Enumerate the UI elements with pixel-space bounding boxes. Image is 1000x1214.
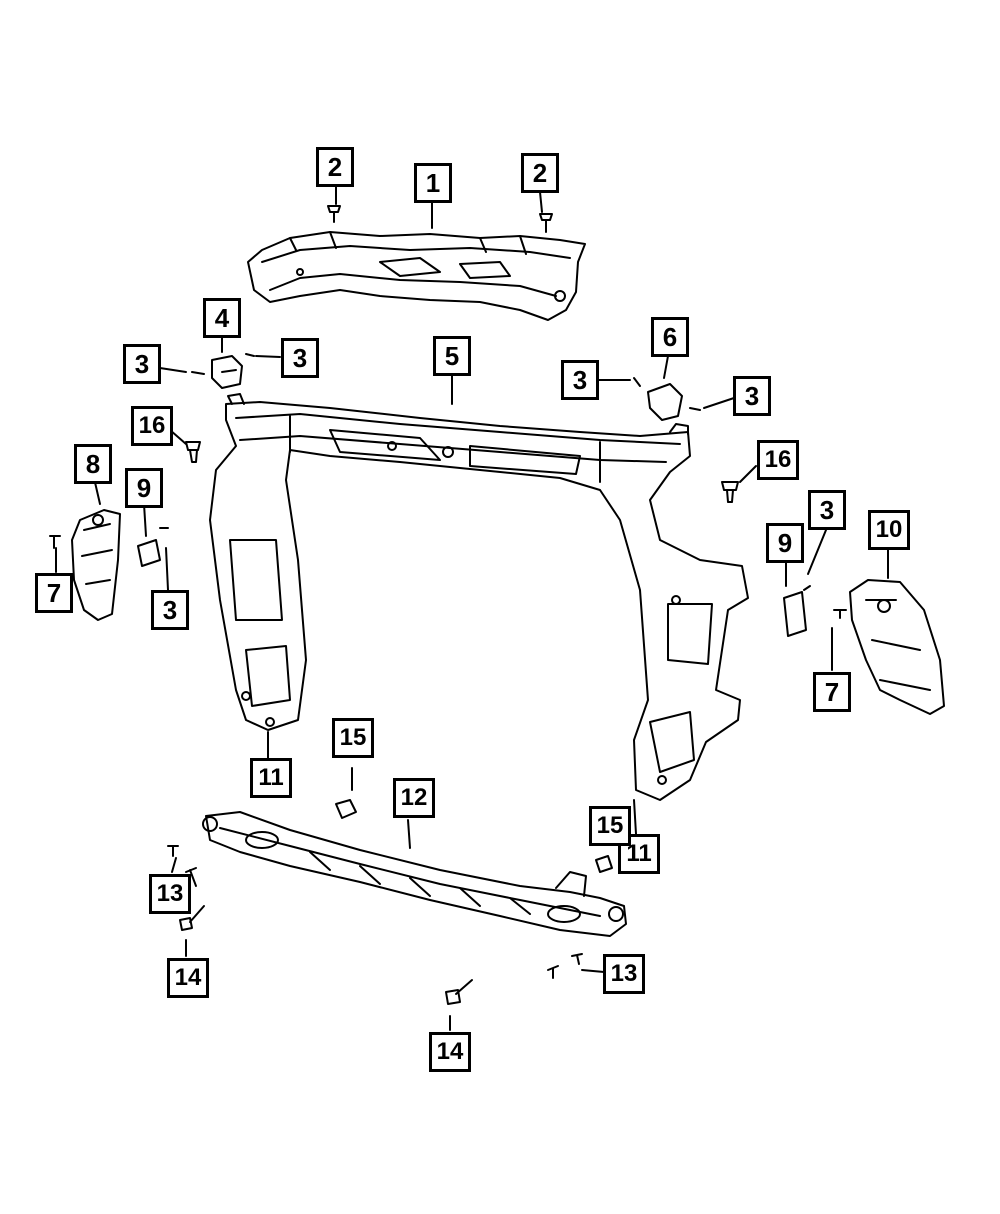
callout-13: 13 [149, 874, 191, 914]
bolt-part-14 [179, 905, 473, 1005]
bolt-icon [327, 205, 553, 233]
callout-3: 3 [123, 344, 161, 384]
callout-1: 1 [414, 163, 452, 203]
callout-13: 13 [603, 954, 645, 994]
callout-9: 9 [125, 468, 163, 508]
callout-3: 3 [561, 360, 599, 400]
callout-6: 6 [651, 317, 689, 357]
upper-reinforcement-part [247, 231, 586, 321]
leader-lines [55, 185, 889, 1031]
push-pin-icon [185, 441, 739, 503]
screw-icon [167, 845, 583, 979]
callout-8: 8 [74, 444, 112, 484]
callout-14: 14 [429, 1032, 471, 1072]
callout-5: 5 [433, 336, 471, 376]
callout-11: 11 [250, 758, 292, 798]
callout-15: 15 [332, 718, 374, 758]
lower-crossmember-part [202, 811, 627, 937]
callout-9: 9 [766, 523, 804, 563]
callout-2: 2 [521, 153, 559, 193]
callout-7: 7 [35, 573, 73, 613]
radiator-support-frame-part [209, 393, 749, 801]
bracket-part-4 [191, 353, 255, 389]
callout-15: 15 [589, 806, 631, 846]
callout-3: 3 [281, 338, 319, 378]
callout-12: 12 [393, 778, 435, 818]
bracket-part-8 [49, 509, 121, 621]
callout-16: 16 [131, 406, 173, 446]
callout-7: 7 [813, 672, 851, 712]
callout-3: 3 [151, 590, 189, 630]
callout-2: 2 [316, 147, 354, 187]
clip-nut-icon [335, 799, 613, 873]
callout-4: 4 [203, 298, 241, 338]
sensor-part-9 [137, 527, 811, 637]
callout-3: 3 [808, 490, 846, 530]
callout-10: 10 [868, 510, 910, 550]
callout-16: 16 [757, 440, 799, 480]
bracket-part-6 [633, 377, 701, 421]
bracket-part-10 [833, 579, 945, 715]
callout-14: 14 [167, 958, 209, 998]
callout-3: 3 [733, 376, 771, 416]
